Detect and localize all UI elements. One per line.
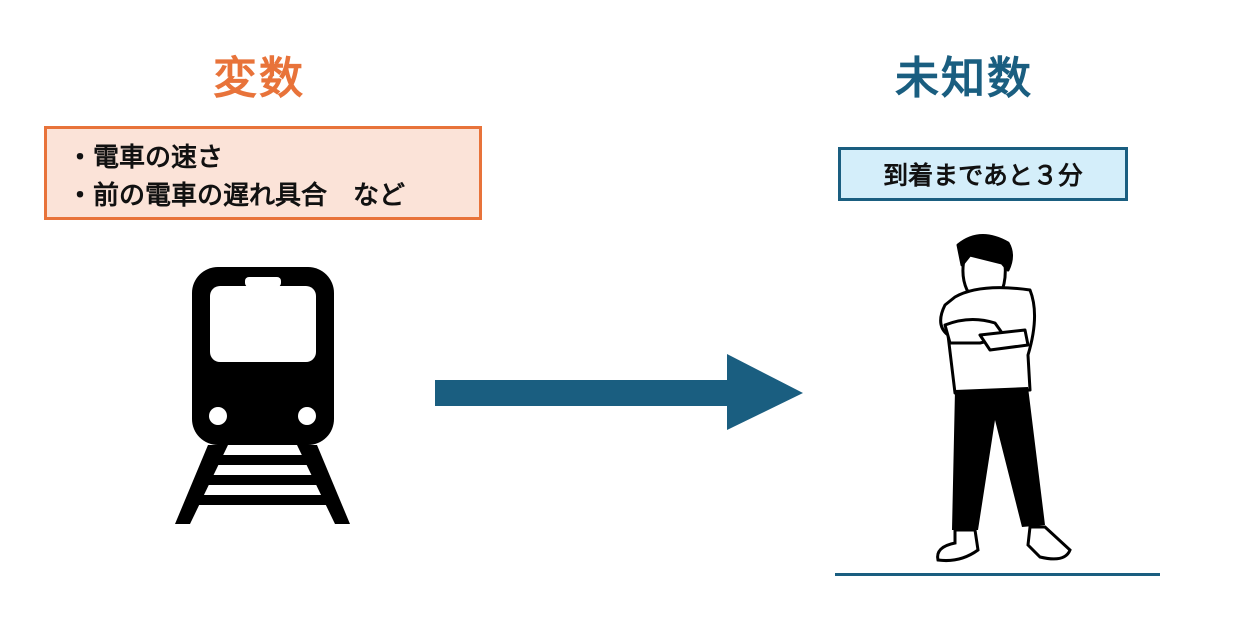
train-icon [175,267,350,524]
person-illustration [835,234,1160,576]
arrival-label: 到着まであと３分 [883,161,1083,190]
unknown-title: 未知数 [895,53,1033,104]
variable-item: ・電車の速さ [67,143,224,173]
arrow-right-icon [435,354,803,430]
variable-item: ・前の電車の遅れ具合 など [67,181,406,211]
variables-box: ・電車の速さ ・前の電車の遅れ具合 など [44,126,482,220]
arrival-label-box: 到着まであと３分 [838,147,1128,201]
variables-title: 変数 [213,53,305,104]
